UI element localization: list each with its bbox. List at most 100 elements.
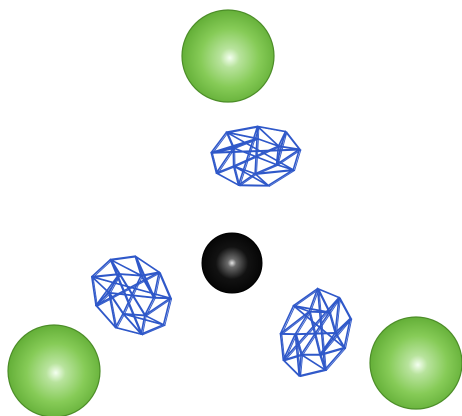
mesh-left-edge bbox=[91, 273, 121, 278]
mesh-right-edge bbox=[281, 305, 296, 335]
mesh-right bbox=[279, 287, 353, 378]
mesh-left-edge bbox=[120, 274, 143, 277]
mesh-right-edge bbox=[294, 305, 332, 314]
mesh-top-edge bbox=[277, 131, 288, 166]
mesh-top-edge bbox=[212, 152, 219, 175]
mesh-right-edge bbox=[308, 287, 319, 313]
mesh-top-edge bbox=[254, 169, 295, 175]
mesh-left-edge bbox=[111, 259, 122, 276]
mesh-right-edge bbox=[282, 296, 340, 361]
mesh-left-edge bbox=[91, 275, 97, 307]
mesh-left-edge bbox=[111, 259, 143, 277]
green-atom-bottom-right bbox=[369, 316, 462, 410]
mesh-right-edge bbox=[319, 317, 352, 356]
mesh-left-edge bbox=[111, 259, 144, 336]
mesh-right-edge bbox=[302, 354, 327, 371]
mesh-right-edge bbox=[336, 297, 341, 334]
mesh-top-edge bbox=[210, 131, 228, 154]
mesh-right-edge bbox=[294, 331, 337, 335]
mesh-right-edge bbox=[294, 305, 312, 313]
mesh-left-edge bbox=[136, 256, 156, 299]
mesh-top bbox=[210, 125, 302, 187]
mesh-left-edge bbox=[111, 256, 138, 261]
mesh-right-edge bbox=[282, 333, 297, 361]
mesh-top-edge bbox=[237, 172, 256, 186]
mesh-left-edge bbox=[142, 315, 147, 336]
mesh-top-edge bbox=[232, 145, 280, 167]
mesh-left-edge bbox=[136, 256, 161, 274]
mesh-right-edge bbox=[298, 368, 326, 377]
mesh-left-edge bbox=[140, 314, 146, 335]
mesh-right-edge bbox=[343, 317, 352, 349]
mesh-left-edge bbox=[109, 258, 142, 335]
mesh-left-edge bbox=[91, 258, 112, 278]
mesh-left-edge bbox=[118, 273, 142, 277]
mesh-right-edge bbox=[345, 318, 353, 349]
mesh-right-edge bbox=[294, 333, 301, 377]
mesh-left-edge bbox=[144, 296, 155, 317]
mesh-right-edge bbox=[279, 332, 285, 361]
mesh-right-edge bbox=[279, 304, 295, 335]
mesh-top-edge bbox=[212, 149, 302, 154]
mesh-right-edge bbox=[296, 311, 312, 336]
mesh-left-edge bbox=[140, 323, 165, 335]
mesh-left-edge bbox=[95, 304, 117, 329]
mesh-top-edge bbox=[258, 126, 281, 148]
mesh-top-edge bbox=[217, 173, 241, 187]
mesh-top-edge bbox=[258, 126, 288, 133]
mesh-top-edge bbox=[232, 165, 240, 186]
mesh-left-edge bbox=[95, 271, 160, 307]
mesh-right-edge bbox=[292, 287, 319, 307]
mesh-left-edge bbox=[92, 259, 113, 278]
mesh-left-edge bbox=[140, 271, 160, 277]
mesh-right-edge bbox=[325, 347, 347, 371]
mesh-right-edge bbox=[338, 296, 352, 320]
mesh-left-edge bbox=[158, 271, 171, 299]
green-atom-bottom-left bbox=[7, 324, 101, 416]
mesh-top-edge bbox=[286, 131, 302, 151]
mesh-top-edge bbox=[269, 170, 296, 187]
mesh-right-edge bbox=[294, 305, 347, 349]
mesh-top-edge bbox=[284, 130, 301, 151]
mesh-top-edge bbox=[257, 126, 260, 140]
mesh-right-edge bbox=[318, 288, 341, 299]
mesh-right-edge bbox=[284, 354, 304, 362]
mesh-top-edge bbox=[210, 137, 258, 154]
mesh-right-edge bbox=[296, 334, 304, 356]
mesh-left-edge bbox=[162, 297, 171, 326]
mesh-left-edge bbox=[116, 313, 125, 329]
mesh-top-edge bbox=[210, 148, 301, 154]
mesh-left-edge bbox=[164, 298, 173, 326]
mesh-right-edge bbox=[320, 318, 353, 356]
mesh-left-edge bbox=[109, 255, 136, 261]
mesh-left-edge bbox=[122, 312, 142, 335]
mesh-left-edge bbox=[144, 297, 171, 317]
mesh-right-edge bbox=[294, 288, 320, 307]
green-atom-top bbox=[181, 9, 275, 103]
mesh-right-edge bbox=[339, 297, 353, 320]
mesh-left bbox=[91, 255, 173, 336]
mesh-left-edge bbox=[142, 324, 166, 336]
mesh-left-edge bbox=[116, 327, 144, 336]
mesh-left-edge bbox=[122, 274, 142, 315]
mesh-left-edge bbox=[96, 272, 161, 307]
mesh-right-edge bbox=[284, 297, 341, 362]
mesh-left-edge bbox=[92, 276, 98, 307]
mesh-top-edge bbox=[212, 132, 229, 154]
mesh-top-edge bbox=[294, 149, 302, 171]
mesh-top-edge bbox=[239, 173, 257, 187]
mesh-top-edge bbox=[239, 126, 260, 187]
mesh-right-edge bbox=[282, 359, 301, 377]
mesh-top-edge bbox=[227, 126, 260, 134]
mesh-right-edge bbox=[320, 347, 347, 356]
mesh-left-edge bbox=[92, 276, 111, 294]
mesh-left-edge bbox=[134, 255, 155, 299]
mesh-right-edge bbox=[328, 311, 337, 334]
mesh-top-edge bbox=[237, 125, 259, 186]
mesh-top-edge bbox=[225, 131, 235, 149]
mesh-right-edge bbox=[324, 346, 346, 371]
mesh-top-edge bbox=[217, 166, 236, 175]
mesh-left-edge bbox=[160, 272, 173, 300]
mesh-top-edge bbox=[257, 138, 281, 148]
